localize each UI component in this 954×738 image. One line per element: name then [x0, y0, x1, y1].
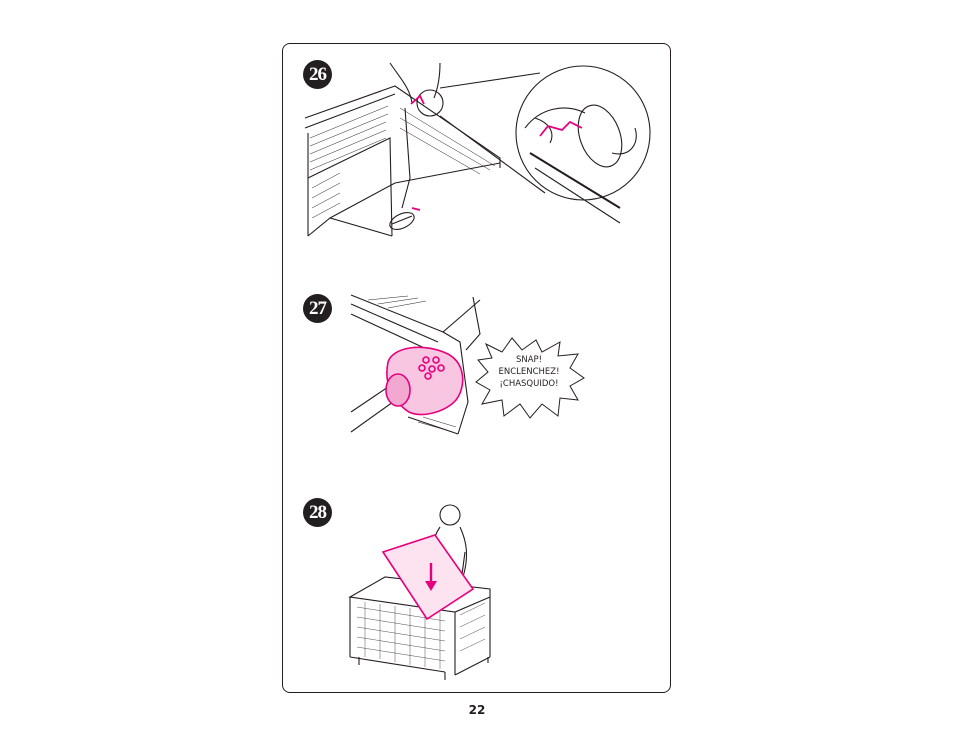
step-26-illustration	[300, 58, 660, 243]
snap-callout-line-2: ENCLENCHEZ!	[483, 366, 575, 378]
snap-callout-text: SNAP! ENCLENCHEZ! ¡CHASQUIDO!	[483, 354, 575, 390]
snap-callout-line-1: SNAP!	[483, 354, 575, 366]
snap-callout-line-3: ¡CHASQUIDO!	[483, 378, 575, 390]
step-27-badge: 27	[303, 294, 332, 323]
step-27-illustration	[348, 292, 488, 437]
step-28-illustration	[345, 497, 495, 687]
step-28-badge: 28	[303, 498, 332, 527]
page-number: 22	[0, 703, 954, 717]
